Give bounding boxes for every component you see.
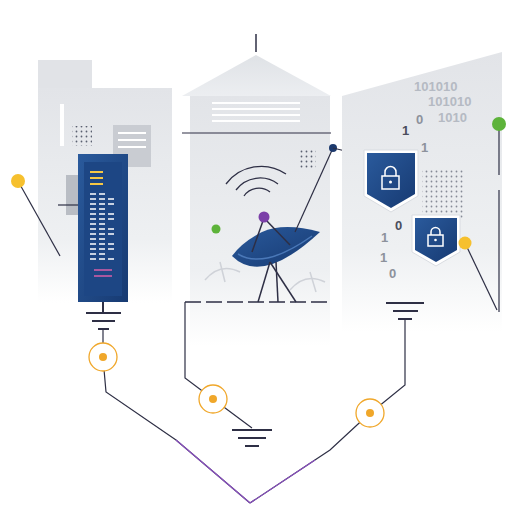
binary-digits: 1 [402, 124, 409, 137]
server-rack [78, 154, 128, 302]
bus-wire [103, 358, 370, 503]
rack-slot [90, 238, 108, 240]
rack-slot [90, 193, 108, 195]
rack-slot [90, 213, 116, 215]
rack-slot [90, 228, 116, 230]
satellite-dish [185, 144, 366, 302]
binary-digits: 1 [421, 141, 428, 154]
ground-symbol [373, 303, 424, 411]
rack-slot [90, 258, 116, 260]
rack-slot [90, 208, 108, 210]
rack-slot [90, 218, 116, 220]
right-wire [465, 124, 499, 312]
left-building [38, 60, 172, 303]
binary-digits: 1 [380, 251, 387, 264]
binary-digits: 0 [389, 267, 396, 280]
ground-symbol [86, 302, 121, 343]
rack-slot [90, 198, 116, 200]
status-dot [459, 237, 472, 250]
rack-slot [90, 203, 116, 205]
binary-digits: 101010 [414, 80, 457, 93]
binary-digits: 1010 [438, 111, 467, 124]
binary-digits: 101010 [428, 95, 471, 108]
status-dot [492, 117, 506, 131]
right-building [342, 52, 502, 332]
rack-slot [90, 223, 108, 225]
binary-digits: 0 [416, 113, 423, 126]
center-building [182, 34, 331, 346]
ground-symbol [185, 302, 272, 446]
security-shield [412, 215, 460, 266]
rack-slot [90, 233, 116, 235]
rack-slot [90, 248, 116, 250]
binary-digits: 0 [395, 219, 402, 232]
binary-digits: 1 [381, 231, 388, 244]
security-shield [364, 150, 418, 212]
junction-ring [89, 343, 384, 427]
rack-slot [90, 243, 116, 245]
left-wire [11, 174, 78, 256]
rack-slot [90, 253, 108, 255]
